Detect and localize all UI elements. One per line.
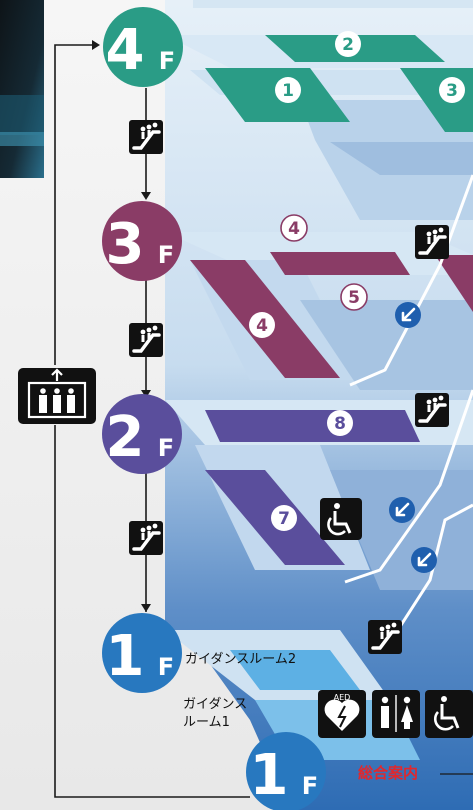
accessibility-icon [320,498,362,540]
guidance-room-2-label: ガイダンスルーム2 [185,652,296,667]
svg-text:4: 4 [288,219,300,239]
aed-label: AED [334,693,351,702]
floor-3-badge: 3 F [102,201,182,281]
floor-2-suffix: F [158,434,174,462]
room-3f-5 [270,252,410,275]
escalator-icon [127,519,165,557]
floor-1-upper-badge: 1 F [102,613,182,693]
room-marker-2f-8: 8 [327,410,353,436]
room-2f-8 [205,410,420,442]
room-marker-4f-1: 1 [275,77,301,103]
svg-text:1: 1 [282,81,294,101]
svg-text:7: 7 [278,509,290,529]
general-info-label: 総合案内 [358,764,418,782]
escalator-icon [366,618,404,656]
floor-1-lower-number: 1 [250,743,289,808]
svg-text:4: 4 [256,316,268,336]
restroom-icon [372,690,420,738]
down-arrow-icon [409,545,439,575]
escalator-icon [413,223,451,261]
svg-text:8: 8 [334,414,346,434]
floor-3-number: 3 [106,212,145,277]
down-arrow-icon [393,300,423,330]
floor-1-lower-suffix: F [302,772,318,800]
floor-1-upper-number: 1 [106,624,145,689]
elevator-icon [18,368,96,424]
floor-4-badge: 4 F [103,7,183,87]
floor-3-suffix: F [158,241,174,269]
floor-1-upper-suffix: F [158,653,174,681]
aed-icon [318,690,366,738]
floor-2-number: 2 [106,405,145,470]
room-marker-4f-3: 3 [439,77,465,103]
escalator-icon [127,118,165,156]
svg-text:5: 5 [348,288,360,308]
svg-text:3: 3 [446,81,458,101]
floor-4-suffix: F [159,47,175,75]
photo [0,0,44,178]
room-marker-2f-7: 7 [271,505,297,531]
escalator-icon [413,391,451,429]
down-arrow-icon [387,495,417,525]
accessibility-icon [425,690,473,738]
room-marker-3f-4-large: 4 [249,312,275,338]
guidance-room-1-label-line1: ガイダンス [183,697,247,712]
escalator-icon [127,321,165,359]
guidance-room-1-label-line2: ルーム1 [183,715,230,730]
svg-text:2: 2 [342,35,354,55]
route-connectors [54,44,250,798]
floor-2-badge: 2 F [102,394,182,474]
floor-1-lower-badge: 1 F [246,732,326,810]
room-marker-3f-5: 5 [340,283,368,311]
room-marker-3f-4: 4 [280,214,308,242]
route-arrowheads [92,40,151,612]
floor-4-number: 4 [106,18,145,83]
room-marker-4f-2: 2 [335,31,361,57]
